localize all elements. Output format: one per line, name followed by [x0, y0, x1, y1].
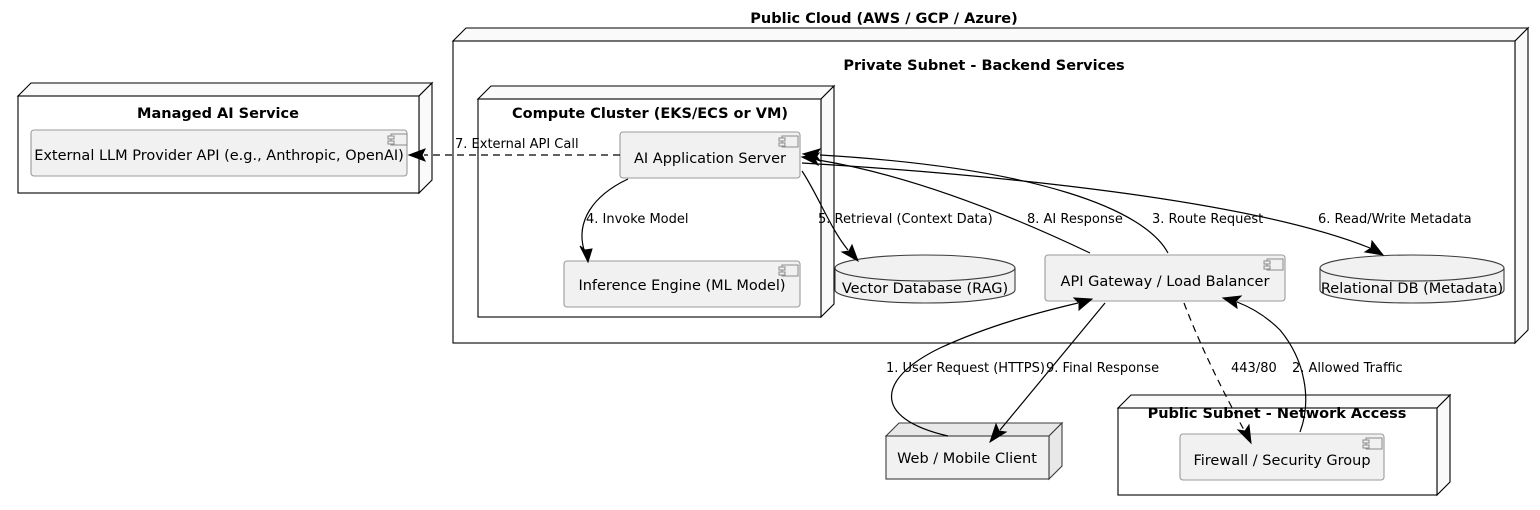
managed-ai-service-top-face: [16, 82, 434, 97]
component-ai-application-server[interactable]: AI Application Server: [619, 131, 801, 179]
compute-cluster-side-face: [820, 84, 835, 319]
edge-6-line: [801, 162, 1371, 249]
edge-2-arrowhead: [1221, 295, 1243, 310]
component-api-gateway[interactable]: API Gateway / Load Balancer: [1044, 254, 1286, 302]
edge-3-arrowhead: [801, 148, 822, 163]
edge-7-arrowhead: [407, 148, 427, 162]
edge-5-line: [801, 170, 849, 251]
component-icon: [1263, 258, 1284, 271]
component-inference-engine[interactable]: Inference Engine (ML Model): [563, 260, 801, 308]
edge-1-line: [890, 302, 1079, 437]
edge-1-arrowhead: [1072, 297, 1094, 312]
edge-8-label: 8. AI Response: [1027, 212, 1123, 227]
relational-db-label: Relational DB (Metadata): [1321, 281, 1503, 297]
private-subnet-title: Private Subnet - Backend Services: [843, 58, 1124, 74]
diagram-title: Public Cloud (AWS / GCP / Azure): [750, 11, 1017, 27]
edge-10-443-80[interactable]: 443/80: [1183, 302, 1277, 445]
edge-2-line: [1236, 301, 1307, 433]
vector-db-label: Vector Database (RAG): [842, 281, 1008, 297]
firewall-label: Firewall / Security Group: [1193, 453, 1370, 469]
managed-ai-service-title: Managed AI Service: [137, 106, 299, 122]
edge-6-arrowhead: [1363, 239, 1385, 256]
edge-10-label: 443/80: [1231, 361, 1277, 376]
web-client-label: Web / Mobile Client: [897, 451, 1037, 467]
external-llm-component-box: [30, 129, 408, 177]
edge-4-invoke-model[interactable]: 4. Invoke Model: [579, 178, 688, 264]
edge-4-label: 4. Invoke Model: [586, 212, 688, 227]
edge-8-ai-response[interactable]: 8. AI Response: [800, 152, 1123, 254]
compute-cluster-top-face: [476, 85, 836, 100]
node-managed-ai-service[interactable]: Managed AI Service External LLM Provider…: [16, 81, 434, 195]
edge-3-label: 3. Route Request: [1152, 212, 1263, 227]
edge-6-read-write-metadata[interactable]: 6. Read/Write Metadata: [801, 162, 1472, 256]
edge-7-label: 7. External API Call: [455, 137, 579, 152]
api-gateway-box: [1044, 254, 1286, 302]
inference-engine-box: [563, 260, 801, 308]
edge-5-arrowhead: [840, 243, 859, 263]
edge-1-user-request[interactable]: 1. User Request (HTTPS): [886, 297, 1094, 437]
edge-10-arrowhead: [1236, 423, 1252, 445]
edge-2-label: 2. Allowed Traffic: [1292, 361, 1403, 376]
edge-8-line: [817, 159, 1091, 254]
database-vector-database[interactable]: Vector Database (RAG): [834, 254, 1016, 304]
vector-db-cylinder-top: [834, 254, 1016, 282]
public-subnet-title: Public Subnet - Network Access: [1148, 406, 1407, 422]
edge-1-label: 1. User Request (HTTPS): [886, 361, 1045, 376]
component-icon: [387, 133, 408, 146]
inference-engine-label: Inference Engine (ML Model): [578, 278, 785, 294]
api-gateway-label: API Gateway / Load Balancer: [1061, 274, 1270, 290]
edge-9-arrowhead: [989, 422, 1008, 444]
edge-9-line: [999, 302, 1106, 431]
relational-db-cylinder-top: [1319, 254, 1505, 282]
private-subnet-side-face: [1514, 26, 1529, 345]
component-icon: [778, 135, 799, 148]
edge-4-arrowhead: [579, 245, 593, 264]
public-subnet-side-face: [1436, 393, 1451, 497]
component-icon: [1362, 437, 1383, 450]
edge-9-label: 9. Final Response: [1046, 361, 1159, 376]
edge-6-label: 6. Read/Write Metadata: [1318, 212, 1472, 227]
node-web-mobile-client[interactable]: Web / Mobile Client: [884, 421, 1064, 481]
node-public-subnet[interactable]: Public Subnet - Network Access Firewall …: [1116, 393, 1452, 497]
edge-5-label: 5. Retrieval (Context Data): [818, 212, 993, 227]
edge-5-retrieval-context-data[interactable]: 5. Retrieval (Context Data): [801, 170, 993, 263]
compute-cluster-title: Compute Cluster (EKS/ECS or VM): [512, 106, 788, 122]
edge-7-external-api-call[interactable]: 7. External API Call: [407, 137, 620, 162]
web-client-top-face: [884, 422, 1064, 437]
managed-ai-service-side-face: [418, 81, 433, 195]
edge-10-line: [1183, 302, 1245, 431]
component-external-llm-provider-api[interactable]: External LLM Provider API (e.g., Anthrop…: [30, 129, 408, 177]
external-llm-label: External LLM Provider API (e.g., Anthrop…: [34, 148, 404, 164]
web-client-front-face: [885, 435, 1050, 480]
component-icon: [778, 264, 799, 277]
edge-2-allowed-traffic[interactable]: 2. Allowed Traffic: [1221, 295, 1403, 433]
edge-4-line: [581, 178, 629, 251]
ai-application-server-label: AI Application Server: [634, 151, 786, 167]
firewall-box: [1179, 433, 1385, 481]
edge-9-final-response[interactable]: 9. Final Response: [989, 302, 1159, 444]
private-subnet-top-face: [451, 27, 1530, 42]
component-firewall-security-group[interactable]: Firewall / Security Group: [1179, 433, 1385, 481]
database-relational-db[interactable]: Relational DB (Metadata): [1319, 254, 1505, 304]
edge-3-line: [819, 154, 1169, 254]
edge-3-route-request[interactable]: 3. Route Request: [801, 148, 1263, 254]
